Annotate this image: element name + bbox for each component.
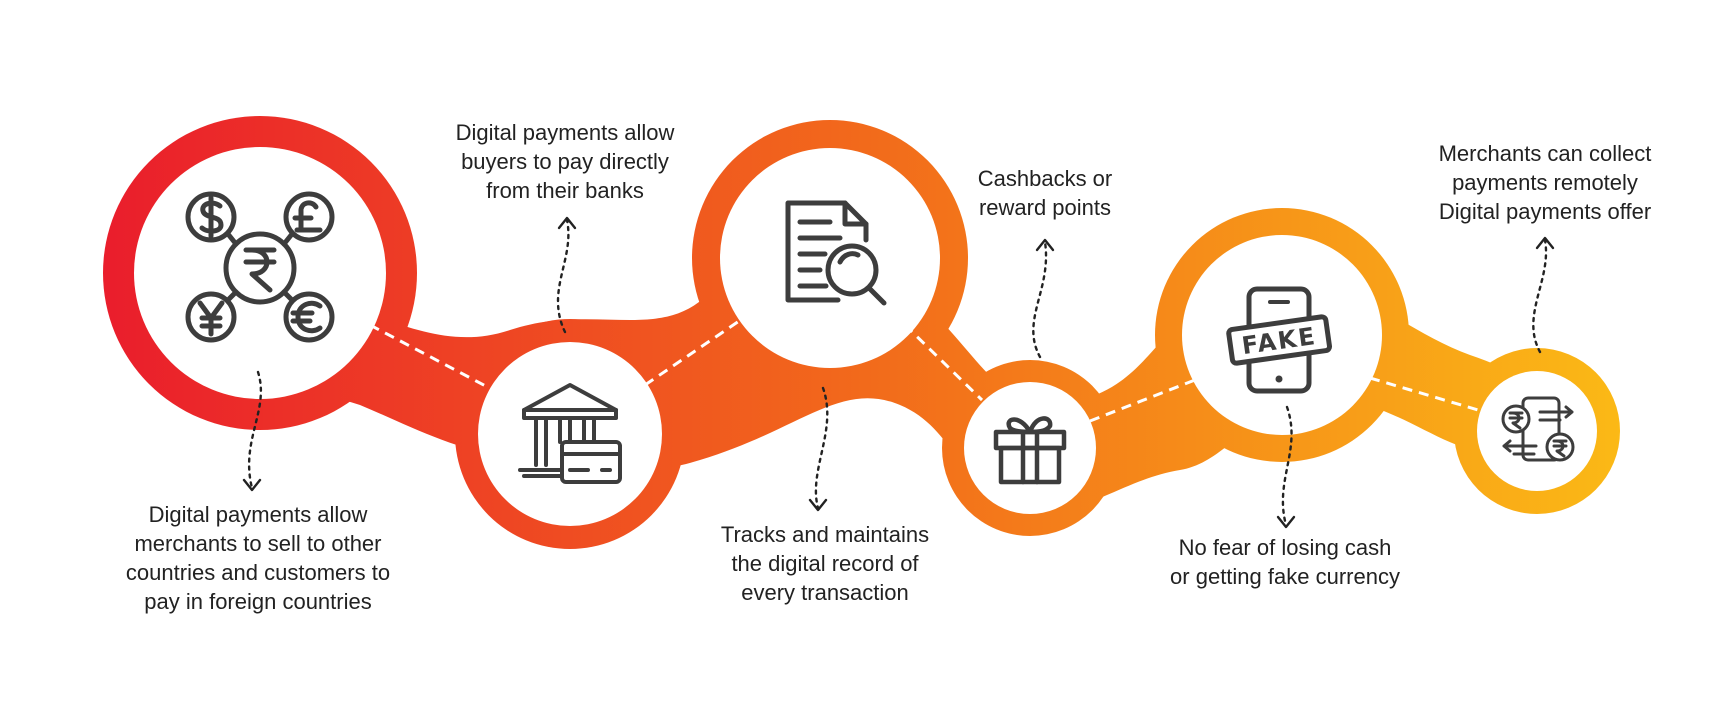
- arrow-6: [1532, 238, 1548, 354]
- caption-line: pay in foreign countries: [144, 589, 372, 614]
- caption-step-3: Tracks and maintains the digital record …: [690, 520, 960, 607]
- caption-line: Digital payments allow: [455, 120, 675, 145]
- caption-step-5: No fear of losing cash or getting fake c…: [1135, 533, 1435, 591]
- gift-icon: [993, 416, 1067, 485]
- caption-line: Digital payments offer: [1438, 199, 1652, 224]
- caption-line: reward points: [978, 195, 1112, 220]
- connector-1-2: [369, 323, 498, 394]
- caption-line: merchants to sell to other: [134, 531, 382, 556]
- fake-phone-icon: FAKE: [1226, 286, 1333, 394]
- bank-card-icon: [518, 383, 622, 484]
- caption-line: every transaction: [741, 580, 909, 605]
- arrowhead-5: [1276, 515, 1296, 529]
- arrowhead-6: [1535, 236, 1555, 250]
- caption-line: Digital payments allow: [148, 502, 368, 527]
- caption-step-4: Cashbacks or reward points: [940, 164, 1150, 222]
- rupee-transfer-icon: [1501, 396, 1575, 462]
- connector-4-5: [1089, 378, 1196, 423]
- caption-line: from their banks: [486, 178, 644, 203]
- arrowheads: [242, 216, 1555, 529]
- caption-line: buyers to pay directly: [461, 149, 669, 174]
- arrow-5: [1281, 405, 1293, 527]
- arrowhead-3: [808, 498, 828, 512]
- dashed-connectors: [369, 313, 1479, 423]
- caption-line: or getting fake currency: [1170, 564, 1400, 589]
- inner-discs: [134, 147, 1597, 526]
- caption-line: payments remotely: [1452, 170, 1638, 195]
- connector-3-4: [903, 323, 984, 402]
- caption-line: countries and customers to: [125, 560, 391, 585]
- arrowhead-2: [557, 216, 577, 230]
- caption-line: the digital record of: [731, 551, 919, 576]
- caption-line: No fear of losing cash: [1178, 535, 1392, 560]
- caption-line: Cashbacks or: [977, 166, 1113, 191]
- currency-exchange-icon: [185, 191, 335, 343]
- arrow-1: [247, 370, 263, 490]
- connector-2-3: [644, 313, 749, 387]
- arrowhead-1: [242, 478, 262, 492]
- caption-step-2: Digital payments allow buyers to pay dir…: [425, 118, 705, 205]
- node-6-disc: [1477, 371, 1597, 491]
- dotted-arrows: [247, 218, 1548, 527]
- document-search-icon: [785, 200, 887, 306]
- caption-step-1: Digital payments allow merchants to sell…: [103, 500, 413, 616]
- arrow-4: [1032, 240, 1048, 359]
- connector-5-6: [1369, 376, 1479, 412]
- caption-line: Merchants can collect: [1438, 141, 1652, 166]
- caption-step-6: Merchants can collect payments remotely …: [1410, 139, 1680, 226]
- arrow-2: [556, 218, 570, 334]
- arrowhead-4: [1035, 238, 1055, 252]
- caption-line: Tracks and maintains: [720, 522, 930, 547]
